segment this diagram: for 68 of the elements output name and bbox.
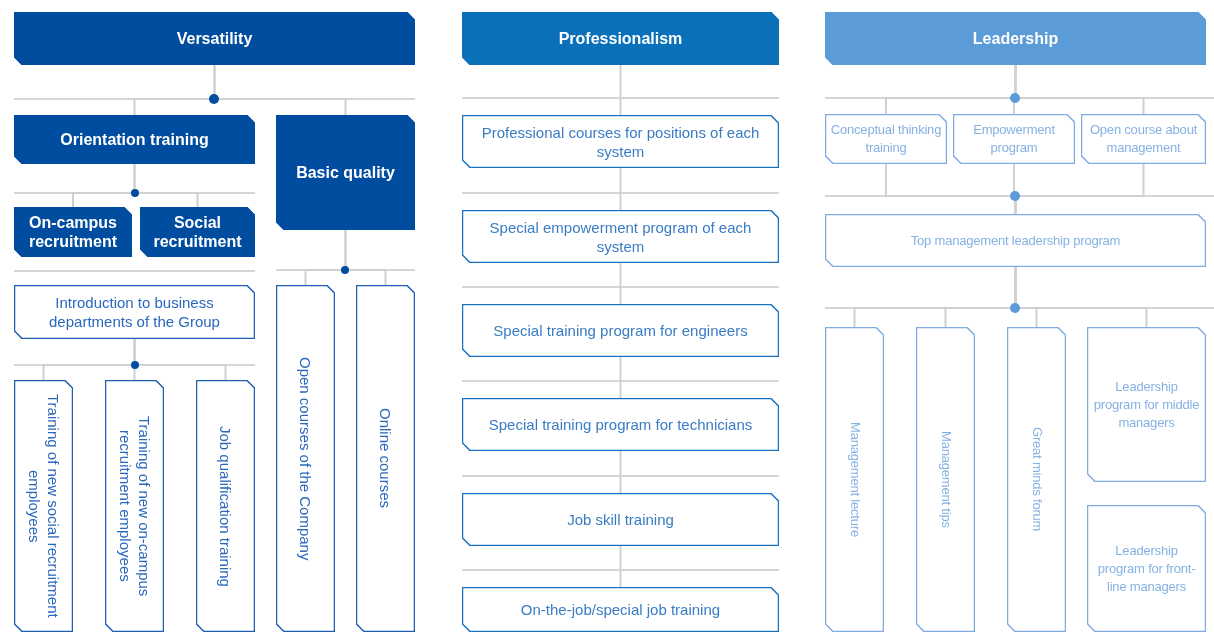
box-label: Professional courses for positions of each system xyxy=(480,122,761,161)
connector-line xyxy=(619,545,622,588)
box-label: Management tips xyxy=(937,430,955,530)
box-label: Introduction to business departments of the Group xyxy=(48,293,221,331)
program-box xyxy=(14,285,255,339)
box-label: Special training program for technicians xyxy=(487,415,754,434)
program-box xyxy=(105,380,164,632)
box-label: Leadership program for front-line managers xyxy=(1096,541,1197,596)
header-box xyxy=(14,12,415,65)
program-box xyxy=(1087,327,1206,482)
box-label: Versatility xyxy=(175,28,254,49)
connector-line xyxy=(619,450,622,494)
header-box xyxy=(825,12,1206,65)
box-label: Open courses of the Company xyxy=(296,355,315,563)
category-box xyxy=(276,115,415,230)
box-label: Great minds forum xyxy=(1028,426,1046,534)
category-box xyxy=(14,115,255,164)
program-box xyxy=(462,493,779,546)
box-label: Leadership xyxy=(971,28,1060,49)
program-box xyxy=(825,327,884,632)
connector-line xyxy=(619,356,622,399)
connector-line xyxy=(133,163,199,208)
program-box xyxy=(462,304,779,357)
program-box xyxy=(916,327,975,632)
program-box xyxy=(1081,114,1206,164)
category-box xyxy=(14,207,132,257)
box-label: Job qualification training xyxy=(216,424,235,589)
connector-line xyxy=(344,229,387,286)
connector-line xyxy=(619,64,622,116)
box-label: On-campus recruitment xyxy=(28,213,118,251)
connector-line xyxy=(619,262,622,305)
box-label: Conceptual thinking training xyxy=(829,121,943,157)
category-box xyxy=(140,207,255,257)
box-label: Online courses xyxy=(376,407,395,511)
program-box xyxy=(953,114,1075,164)
box-label: Job skill training xyxy=(566,510,675,529)
connector-line xyxy=(1014,64,1145,115)
connector-line xyxy=(213,64,347,116)
box-label: Top management leadership program xyxy=(909,231,1122,250)
program-box xyxy=(462,587,779,632)
box-label: Orientation training xyxy=(59,130,210,149)
program-box xyxy=(462,210,779,263)
box-label: Management lecture xyxy=(846,421,864,539)
program-box xyxy=(356,285,415,632)
box-label: On-the-job/special job training xyxy=(519,600,722,619)
program-box xyxy=(276,285,335,632)
connector-line xyxy=(619,167,622,211)
header-box xyxy=(462,12,779,65)
program-box xyxy=(196,380,255,632)
program-box xyxy=(825,114,947,164)
box-label: Open course about management xyxy=(1088,121,1199,157)
program-box xyxy=(462,115,779,168)
program-box xyxy=(825,214,1206,267)
box-label: Basic quality xyxy=(295,163,396,182)
program-box xyxy=(1007,327,1066,632)
program-box xyxy=(14,380,73,632)
box-label: Training of new social recruitment employees xyxy=(24,393,63,620)
program-box xyxy=(1087,505,1206,632)
box-label: Social recruitment xyxy=(152,213,243,251)
connector-line xyxy=(133,338,227,381)
connector-line xyxy=(1014,163,1145,215)
box-label: Special empowerment program of each system xyxy=(488,217,753,256)
box-label: Professionalism xyxy=(557,28,684,49)
box-label: Special training program for engineers xyxy=(492,321,749,340)
box-label: Empowerment program xyxy=(972,121,1056,157)
box-label: Training of new on-campus recruitment employees xyxy=(115,414,154,599)
program-box xyxy=(462,398,779,451)
box-label: Leadership program for middle managers xyxy=(1092,377,1201,432)
